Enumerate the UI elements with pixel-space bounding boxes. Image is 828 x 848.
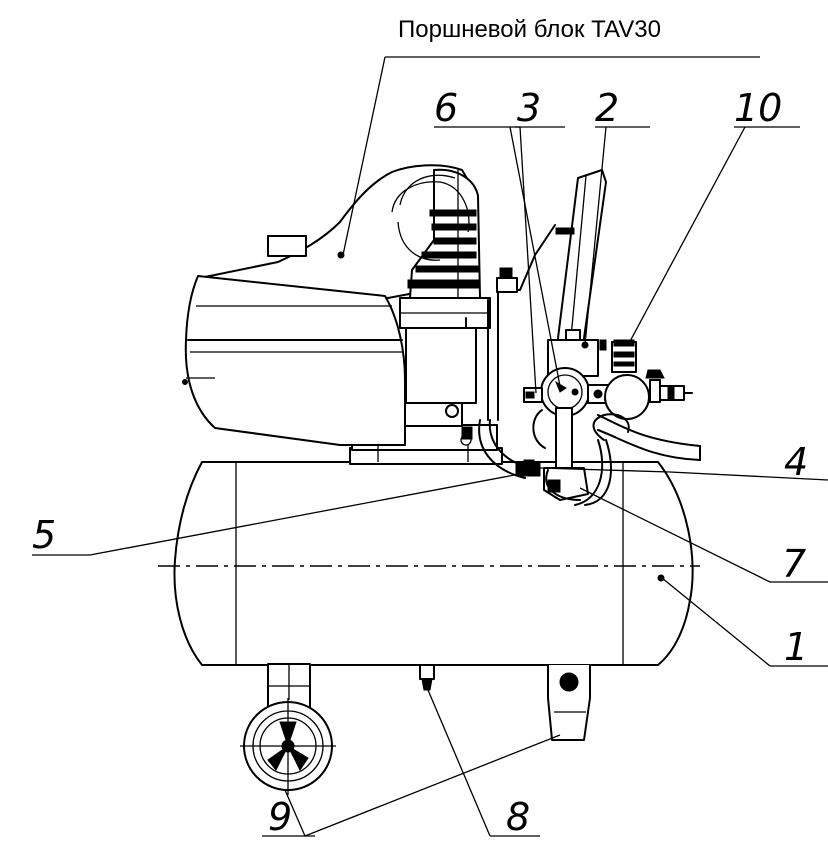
callout-7: 7 xyxy=(782,542,806,586)
support-foot xyxy=(547,665,591,741)
callout-8: 8 xyxy=(506,795,530,839)
receiver-tank xyxy=(158,461,700,666)
callout-5: 5 xyxy=(32,513,56,557)
callout-9: 9 xyxy=(268,795,292,839)
pressure-gauge xyxy=(523,367,590,417)
callout-3: 3 xyxy=(517,86,541,130)
callout-10: 10 xyxy=(734,86,782,130)
drain-valve xyxy=(419,664,435,691)
callout-2: 2 xyxy=(595,86,619,130)
callout-6: 6 xyxy=(434,86,458,130)
leader-lines xyxy=(32,56,828,837)
motor-base xyxy=(349,401,503,465)
callout-4: 4 xyxy=(784,440,808,484)
callout-1: 1 xyxy=(784,625,808,669)
caption-piston-block: Поршневой блок TAV30 xyxy=(398,16,661,43)
piston-block xyxy=(391,168,491,404)
pressure-regulator xyxy=(604,339,693,420)
wheel xyxy=(240,663,336,795)
